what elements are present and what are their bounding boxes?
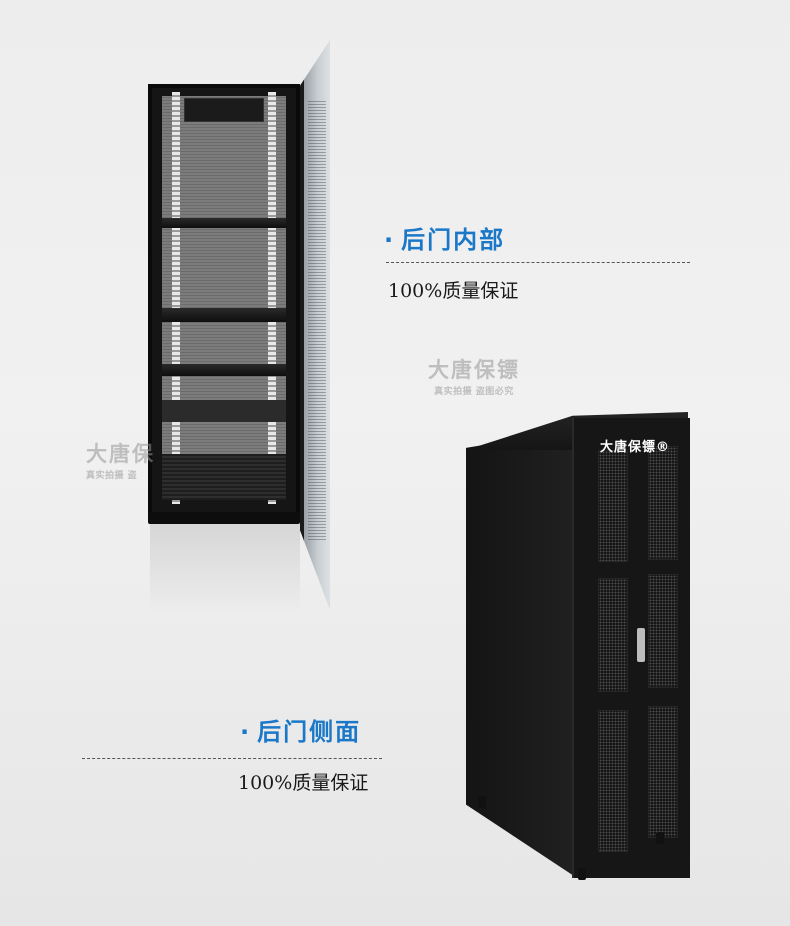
watermark-subtitle: 真实拍摄 盗 xyxy=(86,471,138,481)
heading-text: 后门内部 xyxy=(401,226,506,254)
cabinet-shelf xyxy=(162,364,286,376)
perforated-door-panel xyxy=(598,578,628,692)
quality-guarantee-text: 100%质量保证 xyxy=(388,280,519,302)
open-server-cabinet-image xyxy=(148,84,300,524)
perforated-door-panel xyxy=(598,450,628,562)
top-fan-unit xyxy=(184,98,264,122)
open-rear-door xyxy=(300,40,330,610)
heading-text: 后门侧面 xyxy=(257,718,362,746)
watermark-title: 大唐保镖 xyxy=(428,358,520,382)
section-heading-rear-side: ·后门侧面 xyxy=(240,712,361,747)
perforated-door-panel xyxy=(598,710,628,852)
cabinet-base xyxy=(148,512,300,524)
cabinet-foot xyxy=(478,796,486,808)
perforated-door-panel xyxy=(648,574,678,688)
door-handle xyxy=(637,628,645,662)
cabinet-brand-label: 大唐保镖® xyxy=(600,440,671,455)
cabinet-foot xyxy=(656,832,664,844)
mounting-rail-right xyxy=(268,92,276,504)
watermark-left: 大唐保 真实拍摄 盗 xyxy=(86,438,155,481)
bullet-dot: · xyxy=(384,226,396,254)
cabinet-floor-vent xyxy=(162,454,286,500)
watermark-subtitle: 真实拍摄 盗图必究 xyxy=(434,387,514,397)
bullet-dot: · xyxy=(240,718,252,746)
cabinet-shelf xyxy=(162,400,286,422)
mounting-rail-left xyxy=(172,92,180,504)
dashed-divider xyxy=(82,758,382,759)
watermark-center: 大唐保镖 真实拍摄 盗图必究 xyxy=(428,354,520,397)
dashed-divider xyxy=(386,262,690,263)
section-heading-rear-interior: ·后门内部 xyxy=(384,220,505,255)
floor-reflection xyxy=(150,524,300,614)
watermark-title: 大唐保 xyxy=(86,442,155,466)
cabinet-shelf xyxy=(162,218,286,228)
cabinet-foot xyxy=(578,868,586,880)
perforated-door-panel xyxy=(648,706,678,838)
perforated-door-panel xyxy=(648,446,678,560)
cabinet-shelf xyxy=(162,308,286,322)
closed-cabinet-side-panel xyxy=(466,430,574,876)
cabinet-interior-back-panel xyxy=(162,96,286,500)
quality-guarantee-text: 100%质量保证 xyxy=(238,772,369,794)
